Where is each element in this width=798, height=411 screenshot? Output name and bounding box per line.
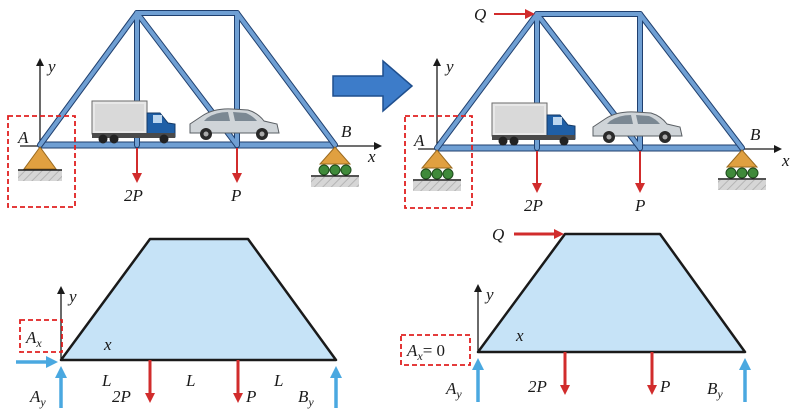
span-label-3: L [273,371,283,390]
x-axis-label-fb-right: x [515,326,524,345]
ground-a-right [413,181,461,191]
reaction-label-ay-right: Ay [445,379,462,401]
deck-beam-right [436,144,743,152]
reaction-label-by-right: By [707,379,723,401]
ground-a [18,170,62,181]
car-icon [189,108,280,140]
span-label-2: L [185,371,195,390]
truss-members-right-fill [435,12,744,150]
roller-wheels-b-right [725,167,759,179]
x-axis-label: x [367,147,376,166]
load-label-2p-fb-right: 2P [528,377,547,396]
truck-icon [91,100,176,144]
reaction-label-ax: Ax [25,328,42,350]
support-label-b: B [341,122,352,141]
truss-members-fill [38,11,337,147]
bottom-left-free-body: y x L L L 2P P Ax Ay By [16,237,342,409]
x-axis-label-right: x [781,151,790,170]
load-label-q: Q [474,5,486,24]
highlight-box-a-right [404,115,473,209]
load-label-p: P [230,186,241,205]
roller-support-b [318,146,352,165]
span-label-1: L [101,371,111,390]
y-axis-label-right: y [444,57,454,76]
reaction-label-ax-zero: Ax= 0 [406,341,445,363]
top-right-truss-panel: y x [404,5,790,215]
x-axis-label-fb: x [103,335,112,354]
car-icon-right [592,111,683,143]
pin-support-a [23,146,57,170]
load-label-p-right: P [634,196,645,215]
reaction-label-ay: Ay [29,387,46,409]
highlight-box-ax-zero [400,334,471,366]
reaction-label-by: By [298,387,314,409]
roller-wheels-a-right [420,168,454,180]
support-label-a: A [17,128,29,147]
top-left-truss-panel: y x [7,10,382,208]
free-body-trapezoid-right [476,232,747,354]
bottom-right-free-body: y x Q 2P P Ax= 0 Ay By [400,225,751,402]
roller-support-b-right [725,149,759,168]
ground-b [311,177,359,187]
y-axis-label-fb: y [67,287,77,306]
highlight-box-a [7,115,76,208]
truck-icon-right [491,102,576,146]
highlight-box-ax [19,319,63,353]
y-axis-label: y [46,57,56,76]
load-label-2p-right: 2P [524,196,543,215]
support-label-a-right: A [413,131,425,150]
y-axis-label-fb-right: y [484,285,494,304]
load-label-p-fb: P [245,387,256,406]
load-label-2p-fb: 2P [112,387,131,406]
support-label-b-right: B [750,125,761,144]
deck-beam [39,141,336,149]
load-label-2p: 2P [124,186,143,205]
right-arrow-icon [332,59,414,113]
load-label-p-fb-right: P [659,377,670,396]
roller-support-a-right [420,149,454,169]
ground-b-right [718,180,766,190]
free-body-trapezoid [59,237,338,362]
roller-wheels-b [318,164,352,176]
load-label-q-fb: Q [492,225,504,244]
